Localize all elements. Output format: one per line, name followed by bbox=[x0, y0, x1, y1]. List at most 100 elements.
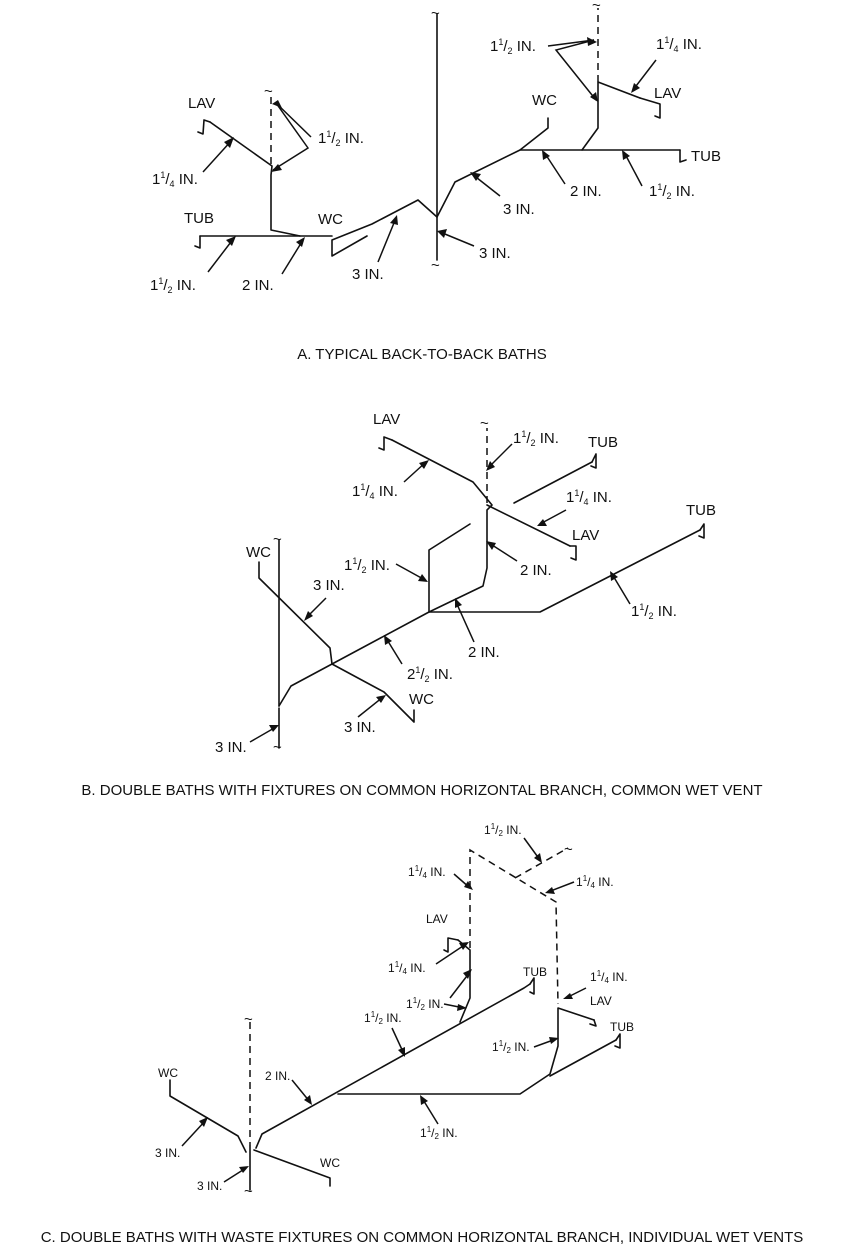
break-mark: ~ bbox=[264, 83, 273, 100]
break-mark: ~ bbox=[431, 5, 440, 22]
tub-c-lower-arm bbox=[337, 1007, 595, 1095]
size-label-3: 3 IN. bbox=[155, 1146, 180, 1160]
size-label-1-1-2: 11/2 IN. bbox=[513, 429, 559, 448]
fixture-label-tub: TUB bbox=[184, 210, 214, 227]
fixture-label-lav: LAV bbox=[426, 912, 448, 926]
tub-left-trap bbox=[194, 235, 201, 249]
size-label-1-1-2: 11/2 IN. bbox=[631, 602, 677, 621]
size-label-1-1-2: 11/2 IN. bbox=[318, 129, 364, 148]
size-label-1-1-2: 11/2 IN. bbox=[364, 1010, 402, 1026]
vent-c-upper bbox=[514, 847, 569, 879]
size-label-3: 3 IN. bbox=[344, 719, 376, 736]
lav-right-trap bbox=[639, 97, 661, 119]
lav-c-trap-right bbox=[589, 1019, 597, 1027]
vent-c-loop bbox=[469, 848, 559, 1005]
fixture-label-wc: WC bbox=[320, 1156, 340, 1170]
size-label-1-1-4: 11/4 IN. bbox=[566, 488, 612, 507]
break-mark: ~ bbox=[273, 739, 282, 756]
leader-arrows-c bbox=[181, 837, 587, 1183]
size-label-1-1-2: 11/2 IN. bbox=[490, 37, 536, 56]
size-label-3: 3 IN. bbox=[197, 1179, 222, 1193]
size-label-1-1-4: 11/4 IN. bbox=[408, 864, 446, 880]
fixture-label-wc: WC bbox=[318, 211, 343, 228]
fixture-label-wc: WC bbox=[532, 92, 557, 109]
break-mark: ~ bbox=[592, 0, 601, 14]
size-label-3: 3 IN. bbox=[503, 201, 535, 218]
tub-b-lower-arm bbox=[428, 529, 701, 613]
lav-left-trap bbox=[197, 119, 211, 135]
break-mark: ~ bbox=[244, 1011, 253, 1028]
lav-b-trap-left bbox=[378, 436, 393, 451]
size-label-1-1-4: 11/4 IN. bbox=[576, 874, 614, 890]
caption-a: A. TYPICAL BACK-TO-BACK BATHS bbox=[297, 346, 547, 363]
horizontal-branch-b bbox=[278, 439, 493, 707]
tub-c-trap-upper bbox=[529, 977, 535, 995]
size-label-3: 3 IN. bbox=[215, 739, 247, 756]
lav-b-trap-right bbox=[569, 545, 577, 561]
panel-b: ~ ~ ~ LAV TUB LAV TUB WC WC 11/2 IN. 11/… bbox=[81, 411, 762, 799]
tub-b-trap-lower bbox=[698, 523, 705, 539]
break-mark: ~ bbox=[564, 841, 573, 858]
fixture-label-lav: LAV bbox=[188, 95, 215, 112]
size-label-2: 2 IN. bbox=[520, 562, 552, 579]
fixture-label-lav: LAV bbox=[654, 85, 681, 102]
tub-right-trap bbox=[679, 149, 687, 163]
panel-c: ~ ~ ~ WC WC LAV TUB LAV TUB 11/2 IN. 11/… bbox=[41, 822, 804, 1246]
size-label-1-1-2: 11/2 IN. bbox=[649, 182, 695, 201]
wc-b-lower-arm bbox=[331, 663, 415, 723]
fixture-label-tub: TUB bbox=[588, 434, 618, 451]
panel-a: ~ ~ ~ ~ LAV TUB WC WC LAV TUB 11/2 IN. 1… bbox=[150, 0, 721, 363]
tub-b-trap-upper bbox=[590, 453, 597, 469]
wc-b-upper-arm bbox=[258, 561, 333, 665]
size-label-3: 3 IN. bbox=[479, 245, 511, 262]
size-label-2: 2 IN. bbox=[242, 277, 274, 294]
size-label-1-1-4: 11/4 IN. bbox=[152, 170, 198, 189]
size-label-2: 2 IN. bbox=[265, 1069, 290, 1083]
fixture-label-wc: WC bbox=[158, 1066, 178, 1080]
tub-b-upper-arm bbox=[513, 461, 593, 504]
riser-b bbox=[428, 523, 471, 613]
size-label-2: 2 IN. bbox=[468, 644, 500, 661]
break-mark: ~ bbox=[431, 257, 440, 274]
fixture-label-tub: TUB bbox=[610, 1020, 634, 1034]
fixture-label-lav: LAV bbox=[590, 994, 612, 1008]
leader-arrows-a bbox=[202, 37, 657, 275]
wc-c-lower-arm bbox=[253, 1149, 331, 1187]
size-label-3: 3 IN. bbox=[313, 577, 345, 594]
size-label-3: 3 IN. bbox=[352, 266, 384, 283]
size-label-1-1-4: 11/4 IN. bbox=[590, 969, 628, 985]
fixture-label-wc: WC bbox=[409, 691, 434, 708]
caption-c: C. DOUBLE BATHS WITH WASTE FIXTURES ON C… bbox=[41, 1229, 804, 1246]
break-mark: ~ bbox=[480, 415, 489, 432]
size-label-1-1-2: 11/2 IN. bbox=[150, 276, 196, 295]
size-label-1-1-2: 11/2 IN. bbox=[344, 556, 390, 575]
lav-b-right-arm bbox=[486, 504, 571, 547]
wc-c-upper-arm bbox=[169, 1079, 247, 1153]
size-label-1-1-2: 11/2 IN. bbox=[420, 1125, 458, 1141]
tub-c-right-arm bbox=[549, 1039, 617, 1077]
fixture-label-lav: LAV bbox=[373, 411, 400, 428]
lav-c-trap-left bbox=[443, 937, 459, 953]
lav-left-riser bbox=[209, 121, 301, 237]
caption-b: B. DOUBLE BATHS WITH FIXTURES ON COMMON … bbox=[81, 782, 762, 799]
fixture-label-tub: TUB bbox=[523, 965, 547, 979]
size-label-1-1-2: 11/2 IN. bbox=[484, 822, 522, 838]
size-label-1-1-4: 11/4 IN. bbox=[388, 960, 426, 976]
break-mark: ~ bbox=[273, 531, 282, 548]
fixture-label-wc: WC bbox=[246, 544, 271, 561]
horizontal-branch-c bbox=[255, 983, 531, 1149]
wc-left-branch bbox=[331, 199, 438, 257]
size-label-1-1-2: 11/2 IN. bbox=[492, 1039, 530, 1055]
size-label-1-1-4: 11/4 IN. bbox=[352, 482, 398, 501]
fixture-label-tub: TUB bbox=[691, 148, 721, 165]
fixture-label-tub: TUB bbox=[686, 502, 716, 519]
size-label-2: 2 IN. bbox=[570, 183, 602, 200]
size-label-2-1-2: 21/2 IN. bbox=[407, 665, 453, 684]
size-label-1-1-2: 11/2 IN. bbox=[406, 996, 444, 1012]
break-mark: ~ bbox=[244, 1183, 253, 1200]
tub-c-trap-right bbox=[614, 1033, 621, 1049]
fixture-label-lav: LAV bbox=[572, 527, 599, 544]
lav-right-riser bbox=[581, 81, 641, 151]
leader-arrows-b bbox=[249, 443, 631, 743]
